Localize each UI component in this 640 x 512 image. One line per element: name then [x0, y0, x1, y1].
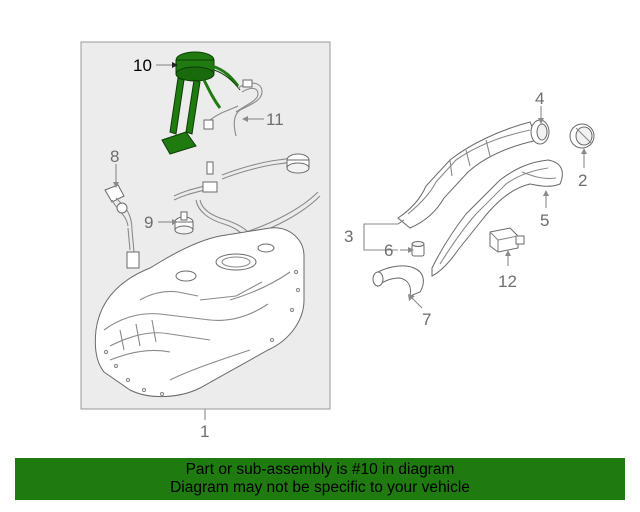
callout-9: 9	[144, 213, 153, 232]
fuel-tank-part-1[interactable]	[94, 227, 305, 398]
filler-neck-shield-part-5[interactable]	[431, 159, 563, 277]
callout-5: 5	[540, 211, 549, 230]
fuel-cap-part-2[interactable]	[569, 123, 595, 149]
hose-part-7[interactable]	[372, 265, 424, 297]
clamp-part-6[interactable]	[411, 241, 425, 257]
callout-8: 8	[110, 147, 119, 166]
fuel-pump-module-part-10[interactable]	[161, 51, 241, 155]
sender-unit-part-8[interactable]	[104, 184, 140, 269]
banner-line-2: Diagram may not be specific to your vehi…	[170, 479, 470, 496]
info-banner: Part or sub-assembly is #10 in diagram D…	[15, 458, 625, 500]
callout-11: 11	[266, 110, 284, 129]
callout-6: 6	[384, 241, 393, 260]
callout-10: 10	[133, 56, 152, 75]
valve-part-9[interactable]	[174, 211, 194, 235]
callout-7: 7	[422, 310, 431, 329]
callout-2: 2	[578, 171, 587, 190]
sensor-part-12[interactable]	[489, 227, 525, 253]
filler-pipe-part-4[interactable]	[397, 119, 550, 229]
callout-12: 12	[498, 272, 517, 291]
vapor-hose-part-11[interactable]	[203, 79, 263, 137]
callout-3: 3	[344, 227, 353, 246]
banner-line-1: Part or sub-assembly is #10 in diagram	[185, 461, 455, 478]
callout-1: 1	[200, 422, 209, 441]
leader-lines	[113, 62, 587, 420]
tank-mount-holes	[103, 269, 301, 397]
callout-4: 4	[535, 89, 544, 108]
